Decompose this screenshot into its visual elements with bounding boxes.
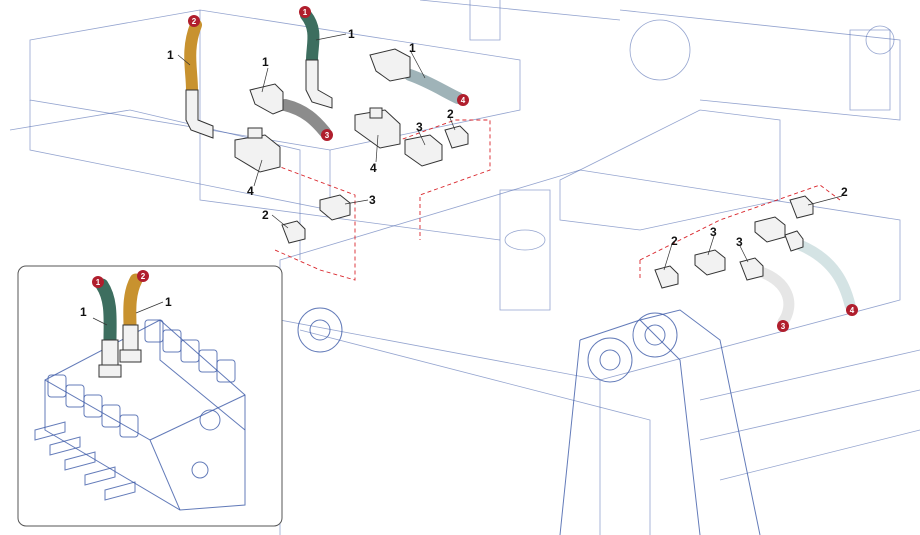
part-label-3: 3 [736,235,743,249]
part-label-2: 2 [671,234,678,248]
part-label-2: 2 [447,107,454,121]
hose-badge-3: 3 [321,129,333,141]
solenoid-row [47,319,236,438]
part-label-2: 2 [841,185,848,199]
hose-badge-4: 4 [457,94,469,106]
hose-badge-1: 1 [299,6,311,18]
leader-lines [177,33,843,271]
inset-part-label-1: 1 [80,305,87,319]
hose-badge-3: 3 [777,320,789,332]
svg-text:4: 4 [850,306,855,315]
part-label-3: 3 [369,193,376,207]
part-label-1: 1 [348,27,355,41]
inset-hose-badge-1: 1 [92,276,104,288]
hose-badge-2: 2 [188,15,200,27]
inset-hose-2-orange [123,273,143,332]
fittings [185,48,814,289]
hose-1-green [300,9,320,66]
hose-2-orange [184,19,202,96]
hose-3-right [749,264,795,328]
control-valve-block [34,319,246,511]
svg-text:4: 4 [461,96,466,105]
svg-text:1: 1 [303,8,308,17]
inset-hose-1-green [95,278,117,347]
hose-badge-4: 4 [846,304,858,316]
inset-hose-badge-2: 2 [137,270,149,282]
inset-part-label-1: 1 [165,295,172,309]
svg-text:3: 3 [325,131,330,140]
svg-text:2: 2 [192,17,197,26]
hose-4-right [794,239,856,311]
part-label-1: 1 [409,41,416,55]
hose-3-gray [279,99,331,138]
inset-control-valve-detail: 1 1 1 2 [17,265,283,527]
part-label-4: 4 [247,184,254,198]
part-label-3: 3 [710,225,717,239]
arm-linkage-linework [297,307,761,535]
part-label-1: 1 [262,55,269,69]
part-label-1: 1 [167,48,174,62]
svg-text:1: 1 [96,278,101,287]
dashed-guide-lines [274,119,841,281]
svg-text:3: 3 [781,322,786,331]
hose-4-blue-gray [404,69,464,104]
part-label-2: 2 [262,208,269,222]
svg-text:2: 2 [141,272,146,281]
spool-handles [34,421,136,501]
part-label-3: 3 [416,120,423,134]
part-label-4: 4 [370,161,377,175]
